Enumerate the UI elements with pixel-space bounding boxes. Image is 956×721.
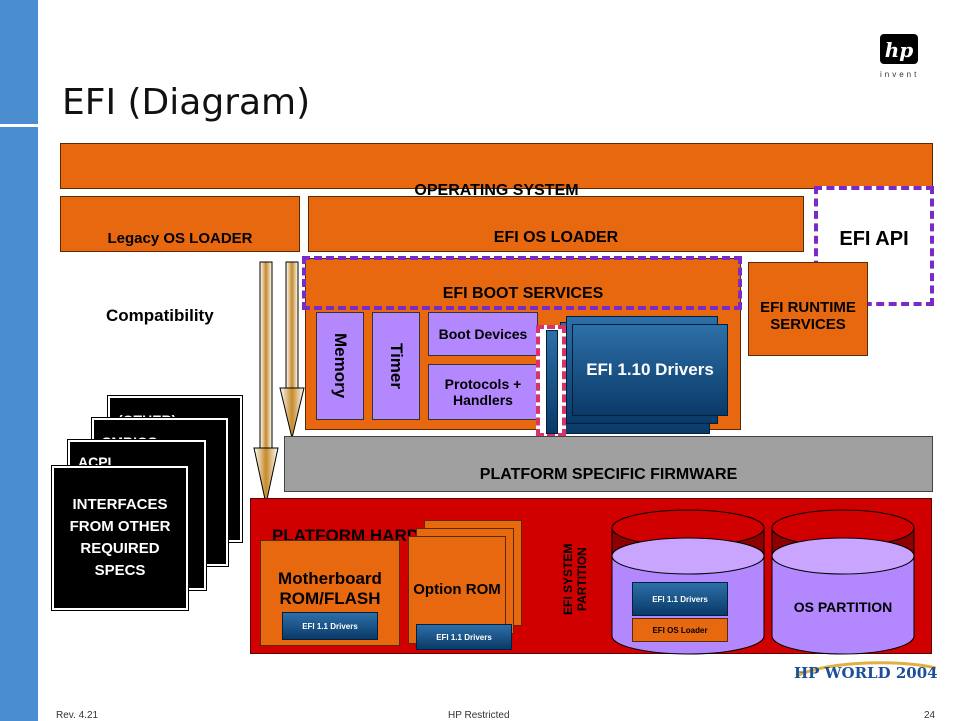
efi-sys-partition-label: EFI SYSTEM PARTITION	[561, 543, 589, 615]
interfaces-label: INTERFACES FROM OTHER REQUIRED SPECS	[69, 496, 171, 579]
efi-os-loader-box: EFI OS LOADER	[308, 196, 804, 252]
legacy-os-loader-box: Legacy OS LOADER	[60, 196, 300, 252]
efi110-drivers-box: EFI 1.10 Drivers	[572, 324, 728, 416]
motherboard-rom-label: Motherboard ROM/FLASH	[278, 569, 382, 608]
platform-firmware-label: PLATFORM SPECIFIC FIRMWARE	[479, 466, 738, 483]
os-partition-cylinder	[771, 509, 915, 655]
footer-right: 24	[924, 710, 936, 721]
operating-system-box: OPERATING SYSTEM	[60, 143, 933, 199]
memory-box: Memory	[316, 312, 364, 420]
slide-title: EFI (Diagram)	[62, 82, 311, 123]
option-rom-label: Option ROM	[413, 581, 501, 598]
protocols-label: Protocols + Handlers	[444, 376, 522, 408]
efi-os-loader-small-box: EFI OS Loader	[632, 618, 728, 642]
arrow-left	[253, 261, 279, 505]
efi-api-label: EFI API	[839, 228, 909, 250]
driver-interface-bar	[546, 330, 558, 434]
boot-services-label: EFI BOOT SERVICES	[442, 285, 604, 302]
memory-label: Memory	[331, 333, 350, 399]
option-efi11-label: EFI 1.1 Drivers	[436, 632, 492, 642]
arrow-right	[279, 261, 305, 439]
hp-logo: hp	[868, 30, 930, 86]
compatibility-label: Compatibility	[106, 306, 214, 325]
efi-api-box: EFI API	[814, 186, 934, 306]
footer-center: HP Restricted	[448, 710, 510, 721]
legacy-loader-label: Legacy OS LOADER	[107, 230, 253, 247]
partition-efi11-label: EFI 1.1 Drivers	[652, 594, 708, 604]
hp-world-swoosh-icon	[795, 661, 937, 678]
os-label: OPERATING SYSTEM	[414, 182, 579, 199]
timer-label: Timer	[387, 343, 406, 389]
efi-os-loader-label: EFI OS LOADER	[493, 229, 619, 246]
efi-system-partition-label-box: EFI SYSTEM PARTITION	[550, 516, 600, 642]
mb-efi11-label: EFI 1.1 Drivers	[302, 621, 358, 631]
runtime-services-label: EFI RUNTIME SERVICES	[760, 299, 856, 333]
timer-box: Timer	[372, 312, 420, 420]
boot-devices-box: Boot Devices	[428, 312, 538, 356]
title-underline	[0, 124, 260, 127]
option-efi11-drivers: EFI 1.1 Drivers	[416, 624, 512, 650]
platform-firmware-box: PLATFORM SPECIFIC FIRMWARE	[284, 436, 933, 492]
hp-logo-sub: invent	[880, 70, 920, 79]
interfaces-card: INTERFACES FROM OTHER REQUIRED SPECS	[51, 465, 189, 611]
compatibility-arrows	[253, 261, 305, 505]
mb-efi11-drivers: EFI 1.1 Drivers	[282, 612, 378, 640]
efi-runtime-services-box: EFI RUNTIME SERVICES	[748, 262, 868, 356]
boot-devices-label: Boot Devices	[438, 326, 528, 342]
efi-os-loader-small-label: EFI OS Loader	[652, 625, 708, 635]
footer-left: Rev. 4.21	[56, 710, 99, 721]
hp-logo-icon: hp	[880, 34, 918, 64]
svg-text:hp: hp	[885, 38, 914, 62]
protocols-box: Protocols + Handlers	[428, 364, 538, 420]
left-sidebar-bar	[0, 0, 38, 721]
partition-efi11-drivers: EFI 1.1 Drivers	[632, 582, 728, 616]
hp-world-logo-text: HP WORLD 2004	[794, 664, 938, 682]
hp-world-logo	[792, 656, 940, 690]
efi110-drivers-label: EFI 1.10 Drivers	[586, 360, 714, 379]
efi-boot-services-dash	[302, 256, 742, 310]
os-partition-label: OS PARTITION	[793, 599, 893, 615]
